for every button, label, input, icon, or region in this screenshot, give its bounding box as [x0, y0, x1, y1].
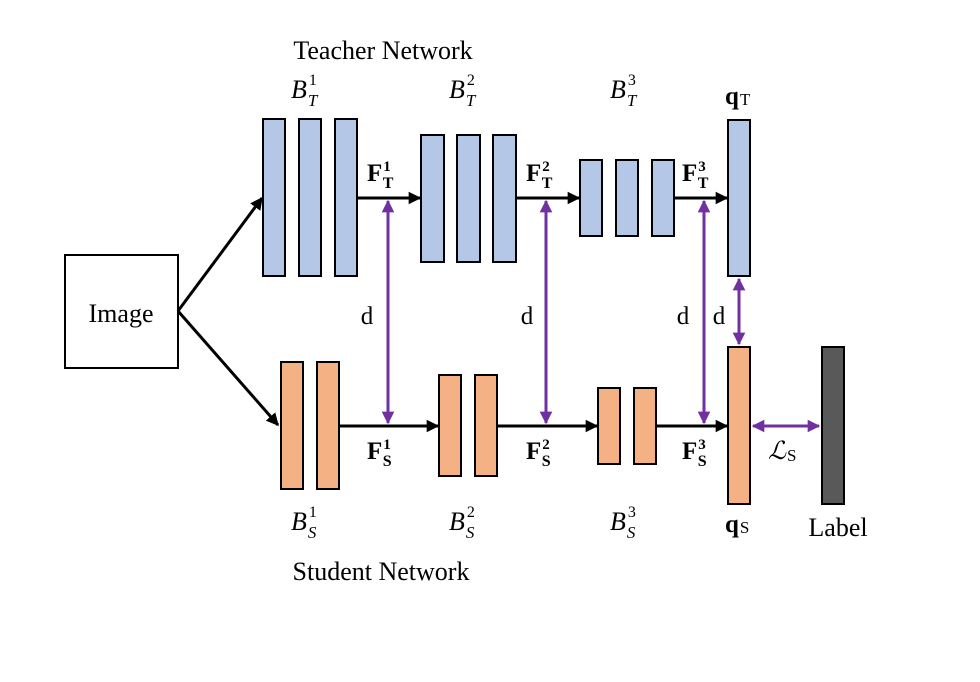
teacher-block-3 — [579, 159, 675, 237]
student-block-2 — [438, 374, 498, 477]
student-output-label: qS — [725, 511, 749, 538]
image-box — [64, 254, 179, 369]
student-block-3 — [597, 387, 657, 465]
student-block-1 — [280, 361, 340, 490]
label-bar-text: Label — [808, 513, 867, 542]
teacher-block-2 — [420, 134, 517, 263]
distance-label-2: d — [521, 303, 534, 330]
image-to-student-arrow — [176, 310, 280, 426]
distance-label-3: d — [677, 303, 690, 330]
distance-label-1: d — [361, 303, 374, 330]
image-box-label: Image — [89, 299, 154, 328]
teacher-output-bar — [727, 119, 751, 277]
student-network-title: Student Network — [293, 557, 470, 586]
loss-label: ℒS — [768, 438, 796, 465]
teacher-block-1 — [262, 118, 358, 277]
label-bar — [821, 346, 845, 505]
image-to-teacher-arrow — [176, 196, 264, 312]
distance-label-output: d — [713, 303, 726, 330]
student-output-bar — [727, 346, 751, 505]
teacher-network-title: Teacher Network — [293, 36, 472, 65]
teacher-output-label: qT — [725, 83, 751, 110]
